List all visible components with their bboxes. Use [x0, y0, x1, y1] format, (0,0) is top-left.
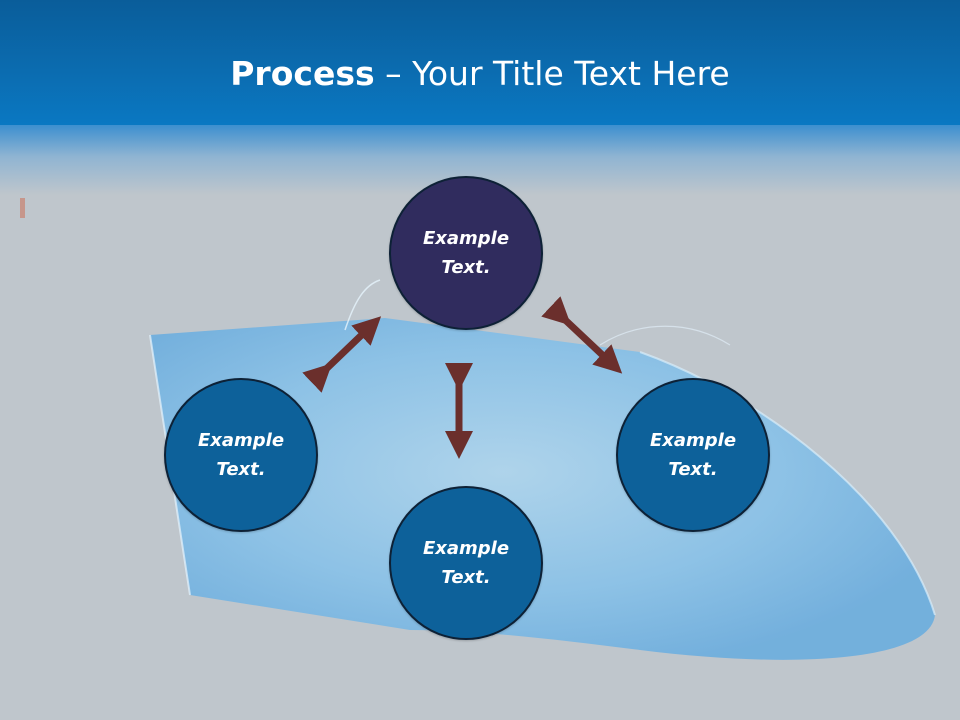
arrow-top-left: [302, 316, 382, 393]
title-bar: [0, 0, 960, 130]
node-left-label: Example Text.: [197, 430, 285, 480]
arrow-top-right: [541, 296, 623, 374]
node-right[interactable]: Example Text.: [616, 378, 770, 532]
node-top-label: Example Text.: [422, 228, 510, 278]
node-top[interactable]: Example Text.: [389, 176, 543, 330]
node-bottom-label: Example Text.: [422, 538, 510, 588]
title-separator: –: [374, 54, 413, 93]
slide-title: Process – Your Title Text Here: [0, 52, 960, 96]
node-bottom[interactable]: Example Text.: [389, 486, 543, 640]
node-right-label: Example Text.: [649, 430, 737, 480]
node-left[interactable]: Example Text.: [164, 378, 318, 532]
title-rest: Your Title Text Here: [412, 54, 730, 93]
title-bold-part: Process: [230, 54, 375, 93]
